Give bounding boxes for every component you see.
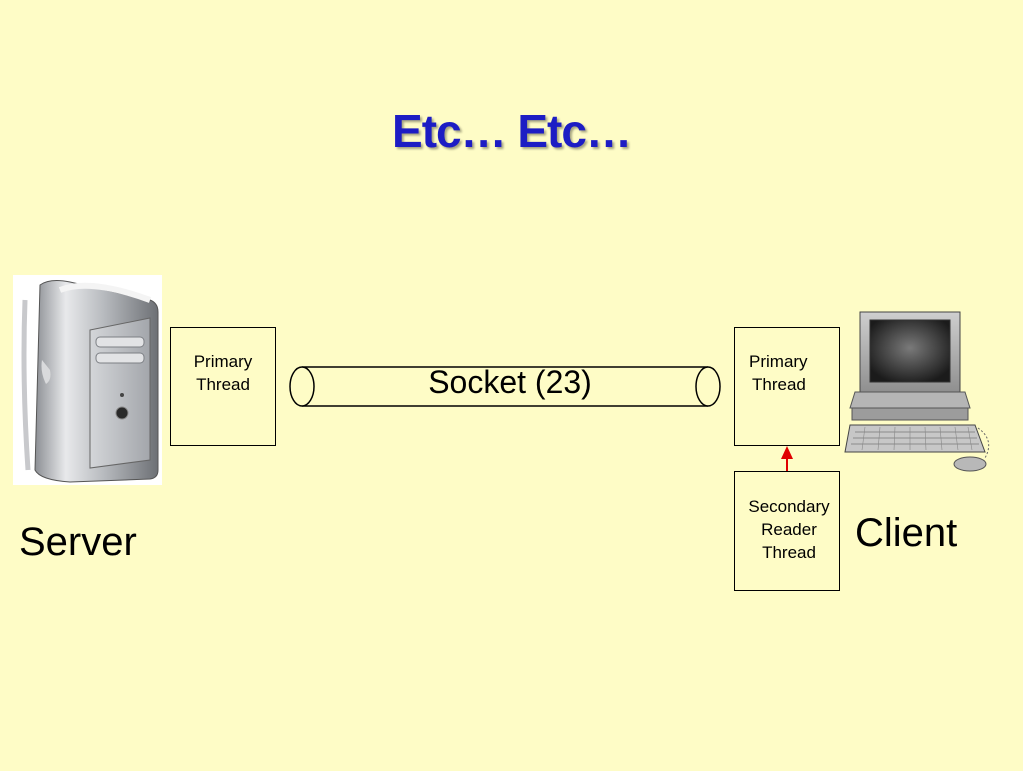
up-arrow-icon xyxy=(781,446,793,471)
client-secondary-thread-line-1: Secondary xyxy=(748,497,830,516)
client-primary-thread-box: Primary Thread xyxy=(734,327,840,446)
slide-title: Etc… Etc… xyxy=(392,105,632,157)
socket-label: Socket (23) xyxy=(428,364,592,400)
server-primary-thread-line-2: Thread xyxy=(196,375,250,394)
client-secondary-thread-line-3: Thread xyxy=(762,543,816,562)
desktop-computer-icon xyxy=(844,311,990,472)
client-secondary-thread-line-2: Reader xyxy=(761,520,817,539)
socket-pipe xyxy=(289,366,721,407)
server-tower-icon xyxy=(13,275,162,485)
client-secondary-thread-box: Secondary Reader Thread xyxy=(734,471,840,591)
server-label: Server xyxy=(19,520,137,564)
client-label: Client xyxy=(855,511,958,555)
server-primary-thread-box: Primary Thread xyxy=(170,327,276,446)
client-primary-thread-line-1: Primary xyxy=(749,352,808,371)
server-primary-thread-line-1: Primary xyxy=(193,352,253,371)
client-primary-thread-line-2: Thread xyxy=(752,375,806,394)
